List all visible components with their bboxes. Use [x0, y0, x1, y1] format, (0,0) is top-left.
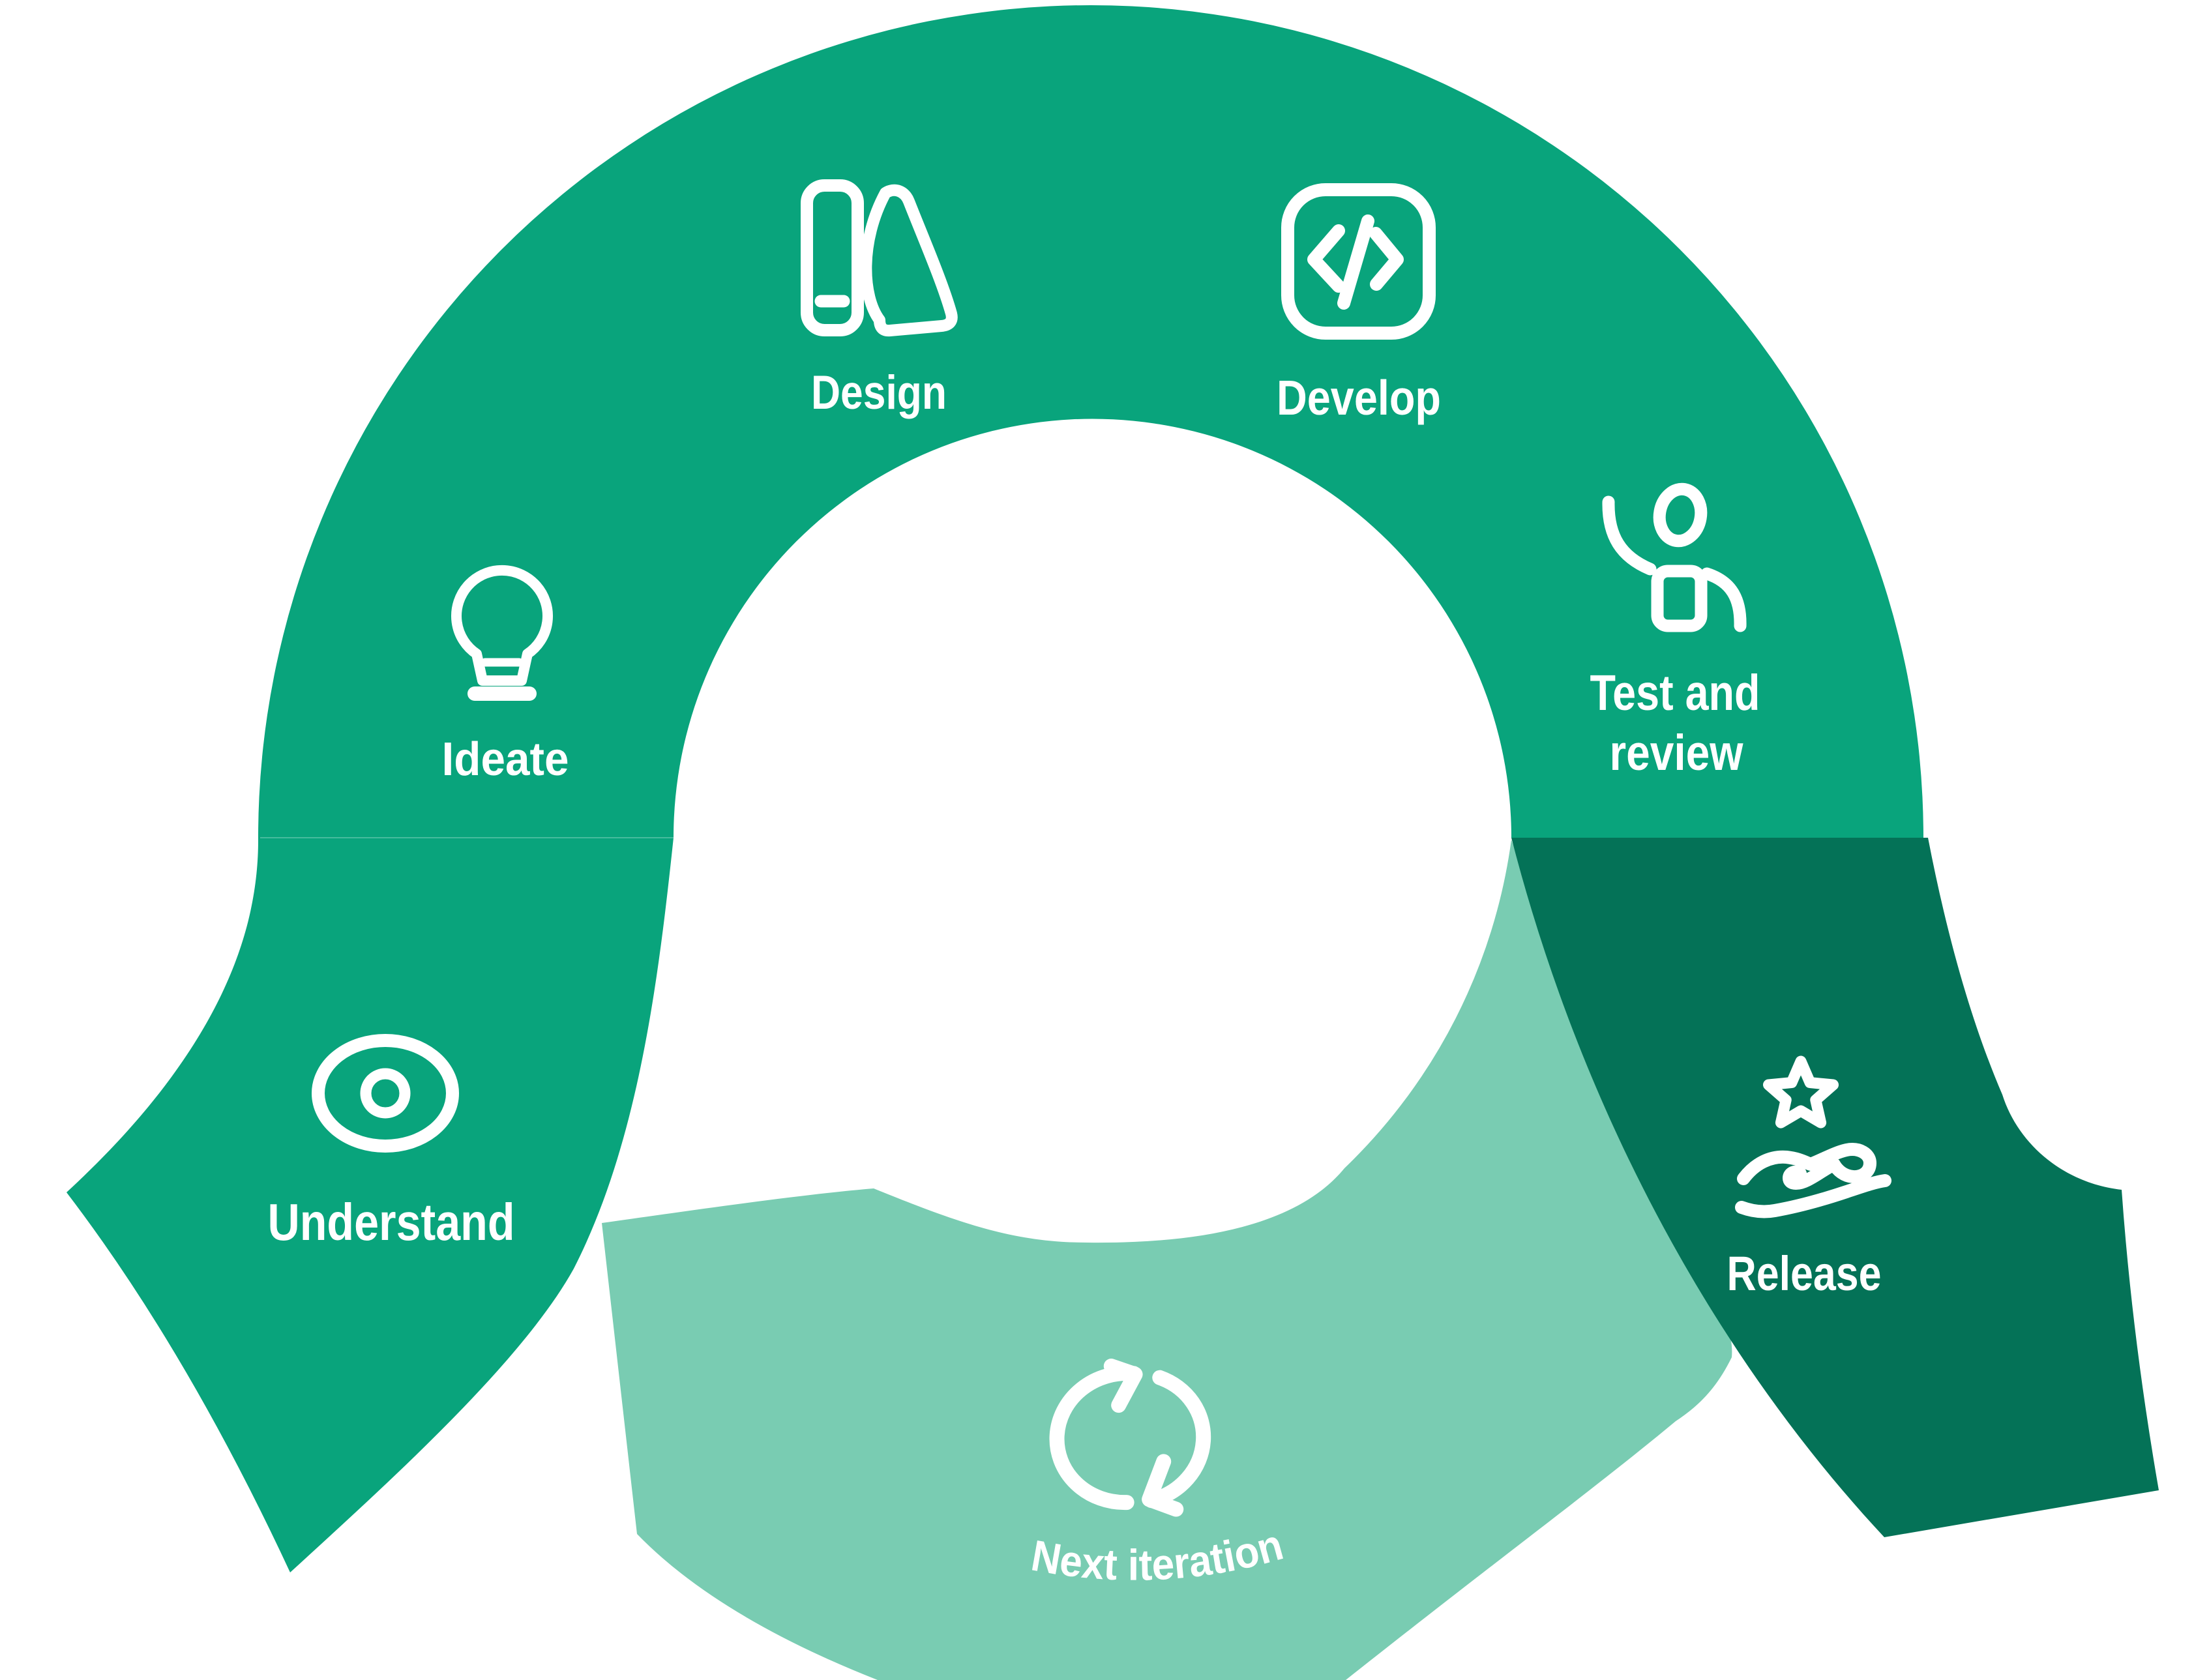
svg-text:Test and: Test and — [1590, 665, 1760, 721]
svg-text:Develop: Develop — [1277, 370, 1441, 425]
svg-text:review: review — [1610, 725, 1744, 781]
svg-text:Release: Release — [1727, 1246, 1882, 1301]
svg-text:Ideate: Ideate — [442, 733, 569, 786]
svg-text:Design: Design — [811, 366, 947, 419]
svg-text:Understand: Understand — [268, 1193, 515, 1251]
